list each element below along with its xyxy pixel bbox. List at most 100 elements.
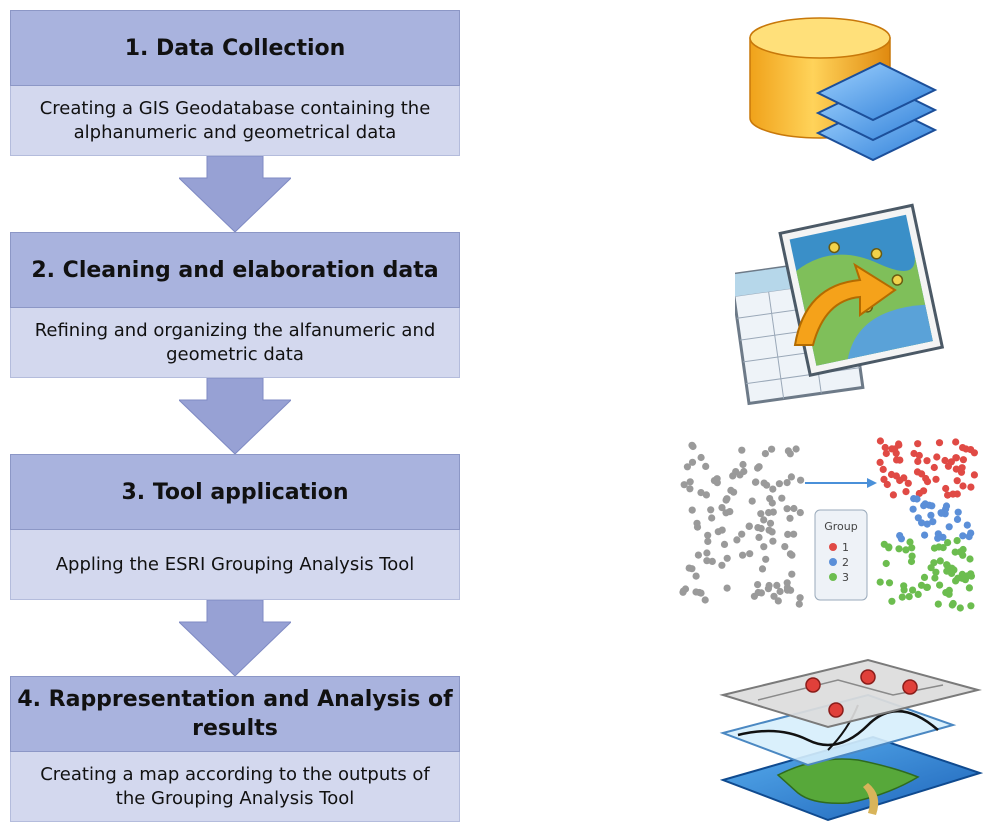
cluster-point xyxy=(963,521,971,529)
scatter-point xyxy=(745,522,753,530)
cluster-point xyxy=(954,508,962,516)
scatter-point xyxy=(726,508,734,516)
scatter-point xyxy=(701,596,709,604)
scatter-point xyxy=(739,551,747,559)
cluster-point xyxy=(935,439,944,447)
scatter-point xyxy=(688,506,696,514)
scatter-point xyxy=(773,581,781,589)
cluster-point xyxy=(952,577,960,585)
cluster-point xyxy=(945,590,953,598)
cluster-point xyxy=(965,584,973,592)
cluster-point xyxy=(908,544,916,552)
cluster-point xyxy=(900,586,908,594)
cluster-point xyxy=(910,449,918,458)
cluster-point xyxy=(945,523,953,531)
step-4: 4. Rappresentation and Analysis of resul… xyxy=(10,676,460,822)
cluster-point xyxy=(895,440,903,448)
cluster-point xyxy=(904,479,912,487)
scatter-point xyxy=(718,561,726,569)
scatter-point xyxy=(697,489,705,497)
cluster-point xyxy=(952,438,960,446)
down-arrow-1 xyxy=(179,156,291,232)
cluster-point xyxy=(929,518,937,526)
scatter-point xyxy=(718,504,726,512)
scatter-point xyxy=(689,442,697,451)
scatter-point xyxy=(770,592,778,600)
cluster-point xyxy=(958,574,966,582)
scatter-point xyxy=(769,537,777,545)
cluster-point xyxy=(943,561,951,569)
cluster-point xyxy=(944,491,952,499)
scatter-point xyxy=(688,458,697,466)
database-layers-icon xyxy=(749,17,938,162)
scatter-point xyxy=(722,496,730,504)
scatter-point xyxy=(754,581,762,589)
scatter-point xyxy=(765,509,773,517)
cluster-point xyxy=(927,564,935,572)
scatter-point xyxy=(702,491,710,499)
scatter-point xyxy=(783,479,791,487)
cluster-point xyxy=(967,602,975,610)
cluster-point xyxy=(907,557,916,566)
scatter-point xyxy=(723,554,731,562)
scatter-point xyxy=(697,589,705,597)
cluster-point xyxy=(930,463,938,472)
scatter-point xyxy=(761,450,769,458)
cluster-point xyxy=(959,444,967,452)
cluster-point xyxy=(882,559,890,568)
scatter-point xyxy=(760,543,768,551)
cluster-point xyxy=(923,478,932,486)
cluster-point xyxy=(888,597,896,605)
cluster-point xyxy=(923,583,931,591)
scatter-point xyxy=(720,540,729,548)
scatter-point xyxy=(704,531,712,539)
scatter-point xyxy=(693,519,701,527)
scatter-point xyxy=(796,509,804,517)
scatter-point xyxy=(708,514,716,522)
table-to-map-icon xyxy=(735,203,945,406)
scatter-point xyxy=(796,594,804,602)
scatter-point xyxy=(683,463,691,471)
cluster-point xyxy=(930,544,939,552)
cluster-point xyxy=(876,578,884,586)
cluster-point xyxy=(948,569,956,577)
scatter-point xyxy=(707,506,715,514)
scatter-point xyxy=(758,565,767,573)
cluster-legend-title: Group xyxy=(824,520,858,533)
cluster-analysis-icon: Group 1 2 3 xyxy=(679,437,978,612)
cluster-point xyxy=(881,443,889,452)
scatter-point xyxy=(788,570,796,578)
cluster-point xyxy=(936,557,944,565)
scatter-point xyxy=(760,516,768,524)
cluster-point xyxy=(902,546,910,554)
cluster-point xyxy=(914,440,922,448)
scatter-point xyxy=(686,478,694,486)
cluster-point xyxy=(959,545,967,554)
step-4-description: Creating a map according to the outputs … xyxy=(10,752,460,822)
scatter-point xyxy=(755,533,763,541)
step-4-title: 4. Rappresentation and Analysis of resul… xyxy=(10,676,460,752)
step-1-description: Creating a GIS Geodatabase containing th… xyxy=(10,86,460,156)
cluster-point xyxy=(876,437,884,445)
step-3: 3. Tool application Appling the ESRI Gro… xyxy=(10,454,460,600)
scatter-point xyxy=(748,497,756,505)
scatter-point xyxy=(790,530,798,538)
scatter-point xyxy=(797,476,805,484)
cluster-legend-item-3: 3 xyxy=(842,571,849,584)
scatter-point xyxy=(795,600,803,608)
cluster-point xyxy=(953,490,961,498)
cluster-point xyxy=(951,548,959,556)
scatter-point xyxy=(768,499,776,507)
map-layers-icon xyxy=(719,658,983,822)
cluster-point xyxy=(895,545,903,553)
scatter-point xyxy=(762,555,770,563)
cluster-point xyxy=(958,464,966,472)
cluster-point xyxy=(959,482,967,490)
cluster-point xyxy=(953,515,962,523)
scatter-point xyxy=(750,592,758,600)
scatter-point xyxy=(784,530,792,538)
cluster-point xyxy=(936,581,944,589)
scatter-point xyxy=(733,536,741,544)
step-2: 2. Cleaning and elaboration data Refinin… xyxy=(10,232,460,378)
cluster-point xyxy=(906,538,914,546)
